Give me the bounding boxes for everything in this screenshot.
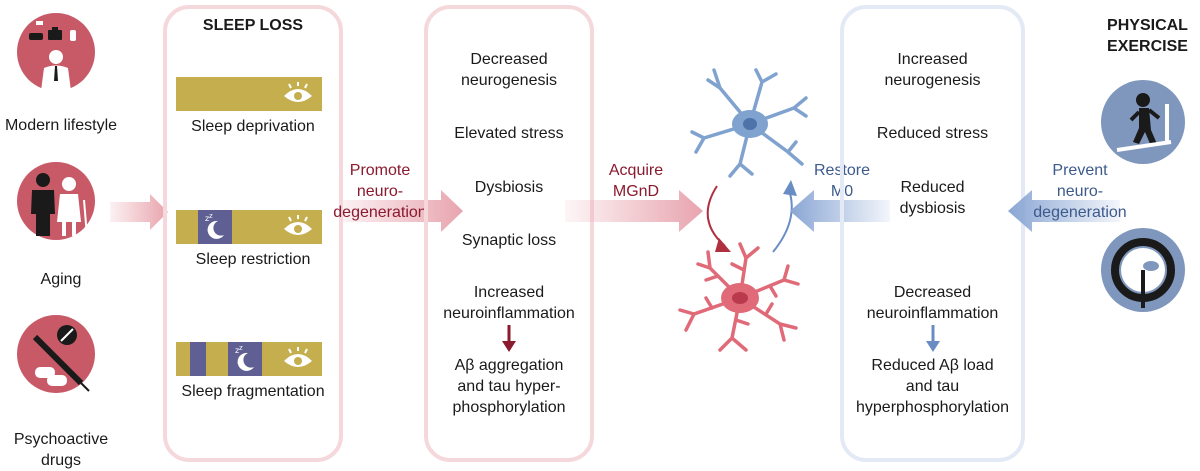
promote-label-line1: Promote: [349, 162, 411, 179]
microglia-mgnd-icon: [678, 242, 800, 352]
exercise-effect-1-line2: neurogenesis: [884, 72, 981, 89]
sleep-loss-title: SLEEP LOSS: [202, 17, 304, 34]
modern-lifestyle-icon: [17, 13, 95, 91]
pills-syringe-icon: [17, 315, 95, 393]
loss-effect-3: Dysbiosis: [474, 179, 544, 196]
sleep-fragmentation-label: Sleep fragmentation: [181, 383, 325, 400]
eye-icon: [284, 215, 312, 235]
exercise-effect-4-line2: neuroinflammation: [866, 305, 999, 322]
exercise-effect-3-line1: Reduced: [900, 179, 965, 196]
sleep-deprivation-bar: [176, 77, 322, 111]
loss-effect-4: Synaptic loss: [461, 232, 557, 249]
prevent-label-line1: Prevent: [1052, 162, 1108, 179]
arrow-down-blue: [926, 325, 940, 352]
eye-icon: [284, 347, 312, 367]
arrow-acquire-mgnd: [565, 190, 703, 232]
cause-label-modern-lifestyle: Modern lifestyle: [4, 117, 118, 134]
exercise-effect-1-line1: Increased: [897, 51, 968, 68]
moon-zzz-icon: z z: [198, 210, 232, 244]
arrow-down-red: [502, 325, 516, 352]
sleep-restriction-bar: z z: [176, 210, 322, 244]
arrow-causes-to-sleep-loss: [110, 194, 168, 230]
svg-text:z: z: [239, 344, 243, 352]
exercise-effect-3-line2: dysbiosis: [899, 200, 966, 217]
mouse-wheel-icon: [1101, 228, 1185, 312]
physical-exercise-title-line1: PHYSICAL: [1107, 17, 1188, 34]
loss-effect-1-line2: neurogenesis: [460, 72, 558, 89]
exercise-effect-5-line3: hyperphosphorylation: [856, 399, 1009, 416]
sleep-fragmentation-bar: z z: [176, 342, 322, 376]
sleep-restriction-label: Sleep restriction: [195, 251, 311, 268]
runner-treadmill-icon: [1101, 80, 1185, 164]
microglia-m0-icon: [690, 68, 808, 178]
promote-label-line2: neuro-: [356, 183, 404, 200]
moon-zzz-icon: z z: [228, 342, 262, 376]
cause-label-psychoactive-line2: drugs: [40, 452, 82, 469]
svg-text:z: z: [209, 212, 213, 220]
wake-segment: [190, 342, 206, 376]
svg-text:z: z: [235, 346, 239, 355]
physical-exercise-title-line2: EXERCISE: [1107, 38, 1188, 55]
exercise-effect-4-line1: Decreased: [893, 284, 972, 301]
cycle-arrows: [706, 180, 797, 253]
sleep-loss-panel: [163, 5, 343, 462]
sleep-deprivation-label: Sleep deprivation: [191, 118, 315, 135]
cause-label-aging: Aging: [40, 271, 82, 288]
prevent-label-line2: neuro-: [1056, 183, 1104, 200]
loss-effect-5-line1: Increased: [473, 284, 545, 301]
exercise-effect-2: Reduced stress: [876, 125, 989, 142]
exercise-effect-5-line1: Reduced Aβ load: [871, 357, 994, 374]
loss-effect-6-line3: phosphorylation: [452, 399, 566, 416]
loss-effect-1-line1: Decreased: [470, 51, 548, 68]
acquire-label-line1: Acquire: [608, 162, 664, 179]
elderly-couple-icon: [17, 162, 95, 240]
prevent-label-line3: degeneration: [1033, 204, 1127, 221]
exercise-effect-5-line2: and tau: [905, 378, 960, 395]
sleep-loss-effects-panel: [424, 5, 594, 462]
arrow-promote-neurodegeneration: [343, 190, 463, 232]
loss-effect-2: Elevated stress: [454, 125, 564, 142]
promote-label-line3: degeneration: [333, 204, 427, 221]
acquire-label-line2: MGnD: [612, 183, 660, 200]
exercise-effects-panel: [840, 5, 1025, 462]
cause-label-psychoactive-line1: Psychoactive: [13, 431, 109, 448]
loss-effect-6-line1: Aβ aggregation: [454, 357, 564, 374]
loss-effect-5-line2: neuroinflammation: [443, 305, 575, 322]
eye-icon: [284, 82, 312, 102]
svg-text:z: z: [205, 214, 209, 223]
loss-effect-6-line2: and tau hyper-: [457, 378, 561, 395]
arrow-prevent-neurodegeneration: [1008, 190, 1120, 232]
